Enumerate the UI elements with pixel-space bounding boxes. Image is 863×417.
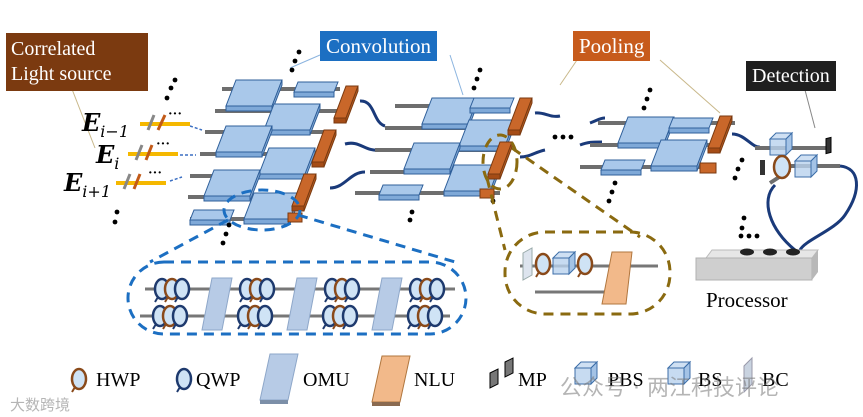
ellipsis-next: ···	[148, 166, 163, 181]
half-wave-plate-icon	[70, 367, 88, 394]
pooling-label: Pooling	[573, 31, 651, 61]
legend-label-hwp: HWP	[96, 369, 141, 391]
field-label-prev: Ei−1	[82, 108, 129, 141]
quarter-wave-plate-icon	[175, 367, 193, 394]
source-leader	[69, 83, 96, 149]
pooling-zoom-callout	[481, 133, 672, 316]
ellipsis-prev: ···	[168, 107, 183, 122]
legend-label-bc: BC	[762, 369, 789, 391]
convolution-zoom-callout	[126, 188, 468, 336]
field-label-next: Ei+1	[64, 168, 111, 201]
omu-block-icon	[259, 353, 299, 404]
legend-icons	[70, 353, 753, 406]
source-label-line2: Light source	[11, 63, 112, 85]
correlated-light-source-label: Correlated Light source	[6, 33, 148, 91]
legend-label-qwp: QWP	[196, 369, 241, 391]
detection-module	[755, 132, 858, 252]
watermark-right: 公众号 · 两江科技评论	[560, 376, 779, 401]
legend-label-nlu: NLU	[414, 369, 456, 391]
convolution-label: Convolution	[320, 31, 438, 61]
legend-label-bs: BS	[698, 369, 723, 391]
nlu-block-icon	[371, 355, 411, 406]
field-label-current: Ei	[96, 140, 120, 173]
pooling-detail	[520, 247, 658, 305]
watermark-left: 大数跨境	[10, 396, 71, 414]
beam-combiner-icon	[743, 356, 753, 394]
convolution-detail	[140, 277, 455, 331]
processor-label: Processor	[706, 288, 788, 312]
input-beams	[116, 114, 203, 190]
legend-label-mp: MP	[518, 369, 547, 391]
legend-label-pbs: PBS	[608, 369, 644, 391]
source-label-line1: Correlated	[11, 38, 96, 60]
legend-label-omu: OMU	[303, 369, 350, 391]
processor-box	[695, 248, 819, 281]
mirror-pair-icon	[489, 357, 514, 389]
detection-label: Detection	[746, 61, 836, 91]
ellipsis-current: ···	[156, 137, 171, 152]
